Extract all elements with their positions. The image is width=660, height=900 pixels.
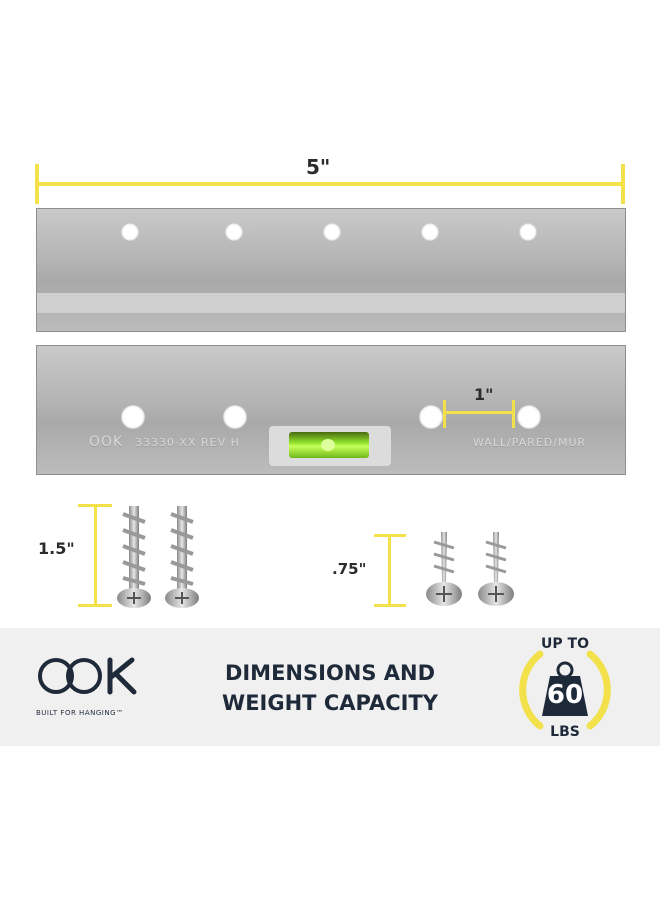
spacing-line [444,411,514,414]
bubble-icon [321,439,335,451]
badge-ring [519,650,611,730]
long-screw-tick-bottom [78,604,112,607]
long-screw-line [94,505,97,607]
capacity-unit: LBS [550,724,580,740]
spacing-label: 1" [474,385,494,404]
mounting-hole [225,223,243,241]
length-label: 5" [306,155,331,179]
mounting-hole [419,405,443,429]
weight-capacity-badge: UP TO 60 LBS [510,634,620,744]
spacing-tick-right [512,400,515,428]
mounting-hole [421,223,439,241]
emboss-logo: OOK [89,434,124,450]
mounting-hole [223,405,247,429]
length-tick-left [35,164,39,204]
short-screw-tick-bottom [374,604,406,607]
ook-logo-icon [38,657,137,695]
long-screw-label: 1.5" [38,539,75,558]
upper-cleat [36,208,626,332]
part-number: 33330-XX REV H [135,436,240,449]
short-screws [426,532,514,606]
headline: DIMENSIONS AND WEIGHT CAPACITY [190,658,470,718]
brand-logo: BUILT FOR HANGING™ [36,650,146,717]
screw-icon [478,532,514,606]
wall-anchor-icon [117,506,151,608]
length-line [36,182,624,186]
long-screw-tick-top [78,504,112,507]
mounting-hole [121,223,139,241]
lower-cleat: OOK 33330-XX REV H WALL/PARED/MUR [36,345,626,475]
upper-cleat-bevel [37,293,625,313]
brand-tagline: BUILT FOR HANGING™ [36,709,124,717]
bubble-level-housing [269,426,391,466]
headline-line-1: DIMENSIONS AND [224,661,436,685]
wall-anchor-icon [165,506,199,608]
length-tick-right [621,164,625,204]
screw-icon [426,532,462,606]
wall-marking: WALL/PARED/MUR [473,436,587,449]
mounting-hole [519,223,537,241]
wall-anchor-screws [117,506,199,608]
weight-icon [542,676,588,716]
capacity-value: 60 [546,680,584,710]
short-screw-tick-top [374,534,406,537]
mounting-hole [121,405,145,429]
short-screw-line [388,535,391,607]
mounting-hole [517,405,541,429]
headline-line-2: WEIGHT CAPACITY [222,691,438,715]
spacing-tick-left [443,400,446,428]
short-screw-label: .75" [332,560,367,578]
bubble-level-vial [289,432,369,458]
mounting-hole [323,223,341,241]
capacity-prefix: UP TO [541,636,589,652]
